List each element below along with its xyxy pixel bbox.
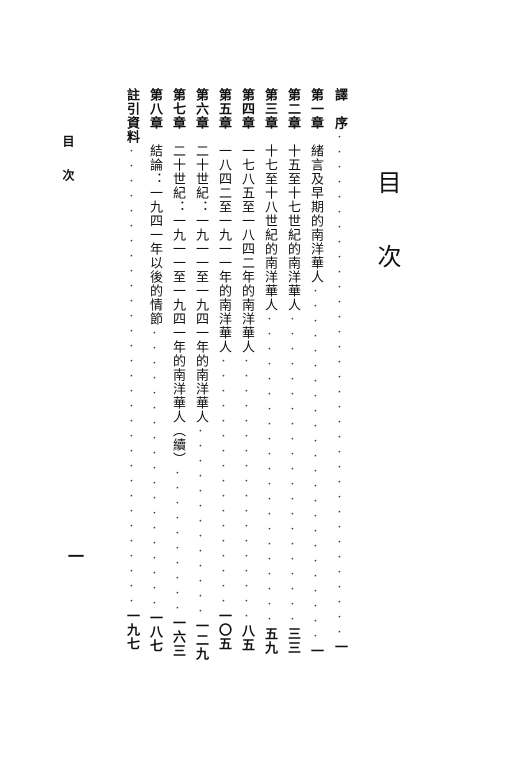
leader-dots: ··········: [170, 466, 185, 616]
toc-entry-preface[interactable]: 譯 序··································一: [332, 88, 347, 654]
leader-dots: ··································: [332, 130, 347, 640]
folio: 一: [65, 548, 84, 564]
toc-entry-page: 一: [308, 644, 323, 658]
toc-entry-page: 一二九: [193, 619, 208, 661]
toc-entry-title: 一七八五至一八四二年的南洋華人: [239, 144, 254, 354]
toc-entry-chapter-6[interactable]: 第六章 二十世紀：一九一一至一九四一年的南洋華人·············一二九: [193, 88, 208, 661]
toc-entry-chapter-4[interactable]: 第四章 一七八五至一八四二年的南洋華人··················八五: [239, 88, 254, 652]
toc-entry-label: 註引資料: [124, 88, 139, 144]
leader-dots: ·············: [193, 424, 208, 619]
page-title: 目次: [373, 170, 401, 318]
toc-entry-label: 譯 序: [332, 88, 347, 130]
toc-entry-label: 第五章: [216, 88, 231, 130]
toc-entry-page: 三三: [285, 627, 300, 655]
leader-dots: ························: [308, 284, 323, 644]
toc-entry-chapter-2[interactable]: 第二章 十五至十七世紀的南洋華人·····················三三: [285, 88, 300, 655]
toc-entry-title: 一八四二至一九一一年的南洋華人: [216, 144, 231, 354]
toc-entry-page: 一〇五: [216, 609, 231, 651]
leader-dots: ·················: [216, 354, 231, 609]
toc-entry-label: 第一章: [308, 88, 323, 130]
toc-entry-page: 八五: [239, 624, 254, 652]
toc-entry-title: 緒言及早期的南洋華人: [308, 144, 323, 284]
toc-entry-label: 第六章: [193, 88, 208, 130]
toc-entry-chapter-1[interactable]: 第一章 緒言及早期的南洋華人························一: [308, 88, 323, 658]
toc-entry-page: 一: [332, 640, 347, 654]
toc-entry-page: 一六三: [170, 616, 185, 658]
leader-dots: ·······························: [124, 144, 139, 609]
toc-entry-chapter-3[interactable]: 第三章 十七至十八世紀的南洋華人·····················五九: [262, 88, 277, 655]
toc-entry-page: 一九七: [124, 609, 139, 651]
toc-entry-title: 十五至十七世紀的南洋華人: [285, 144, 300, 312]
toc-entry-page: 一八七: [147, 611, 162, 653]
toc-entry-references[interactable]: 註引資料·······························一九七: [124, 88, 139, 651]
toc-entry-title: 結論：一九四一年以後的情節: [147, 144, 162, 326]
toc-entry-title: 二十世紀：一九一一至一九四一年的南洋華人（續）: [170, 144, 185, 466]
toc-entry-label: 第八章: [147, 88, 162, 130]
leader-dots: ···················: [147, 326, 162, 611]
toc-entry-chapter-7[interactable]: 第七章 二十世紀：一九一一至一九四一年的南洋華人（續）··········一六三: [170, 88, 185, 658]
toc-entry-page: 五九: [262, 627, 277, 655]
toc-entry-chapter-8[interactable]: 第八章 結論：一九四一年以後的情節···················一八七: [147, 88, 162, 653]
toc-entry-label: 第三章: [262, 88, 277, 130]
running-header: 目次: [61, 135, 75, 203]
toc-entry-title: 十七至十八世紀的南洋華人: [262, 144, 277, 312]
toc-entry-chapter-5[interactable]: 第五章 一八四二至一九一一年的南洋華人·················一〇五: [216, 88, 231, 651]
toc-entry-title: 二十世紀：一九一一至一九四一年的南洋華人: [193, 144, 208, 424]
leader-dots: ·····················: [285, 312, 300, 627]
leader-dots: ·····················: [262, 312, 277, 627]
toc-entry-label: 第四章: [239, 88, 254, 130]
leader-dots: ··················: [239, 354, 254, 624]
toc-entry-label: 第二章: [285, 88, 300, 130]
toc-entry-label: 第七章: [170, 88, 185, 130]
